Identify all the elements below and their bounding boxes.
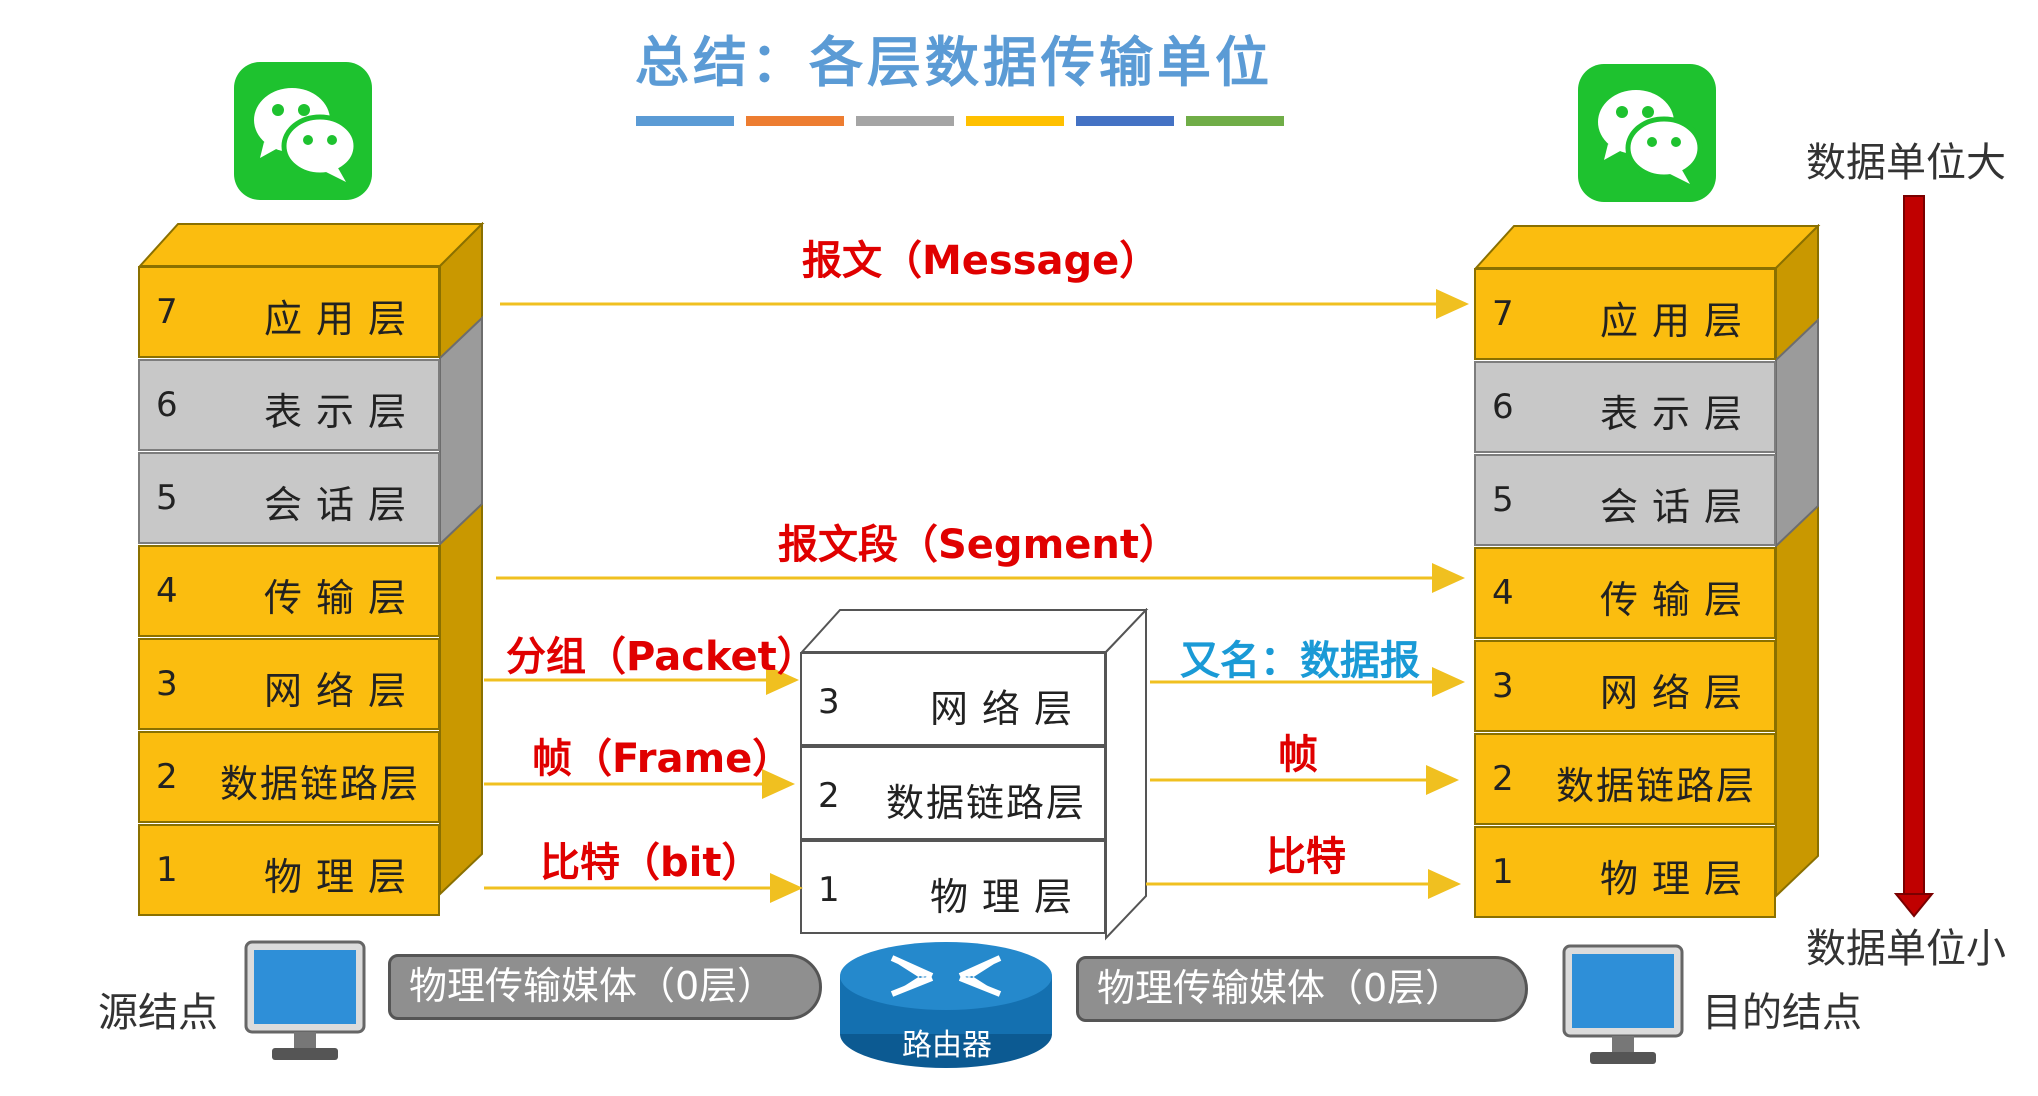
scale-big-label: 数据单位大 (1806, 140, 2006, 186)
layer-name: 网络层 (929, 687, 1086, 731)
wechat-icon (1578, 64, 1716, 202)
packet-label: 分组（Packet） (506, 634, 817, 680)
osi-layer-5: 5 会话层 (1474, 454, 1776, 546)
layer-name: 数据链路层 (219, 762, 420, 806)
layer-name: 会话层 (263, 483, 420, 527)
page-title: 总结：各层数据传输单位 (635, 31, 1273, 94)
dest-node-label: 目的结点 (1702, 990, 1862, 1036)
osi-layer-3: 3 网络层 (1474, 640, 1776, 732)
dest-osi-stack: 7 应用层 6 表示层 5 会话层 4 传输层 3 网络层 2 数据链路层 1 物理层 (1474, 224, 1834, 938)
layer-name: 表示层 (1599, 392, 1756, 436)
scale-arrow-shaft (1903, 195, 1925, 897)
osi-layer-5: 5 会话层 (138, 452, 440, 544)
layer-number: 4 (156, 571, 178, 611)
bit-label: 比特（bit） (540, 840, 762, 886)
osi-layer-1: 1 物理层 (1474, 826, 1776, 918)
osi-layer-2: 2 数据链路层 (1474, 733, 1776, 825)
layer-number: 3 (818, 682, 840, 722)
layer-number: 1 (818, 870, 840, 910)
wechat-icon (234, 62, 372, 200)
stack-3d-faces (138, 222, 485, 897)
layer-name: 物理层 (1599, 857, 1756, 901)
layer-number: 6 (1492, 387, 1514, 427)
osi-layer-2: 2 数据链路层 (138, 731, 440, 823)
title-stripe (966, 116, 1064, 126)
osi-layer-4: 4 传输层 (1474, 547, 1776, 639)
source-node-label: 源结点 (98, 990, 218, 1036)
layer-name: 数据链路层 (1555, 764, 1756, 808)
bit-short-label: 比特 (1266, 834, 1346, 880)
layer-number: 3 (156, 664, 178, 704)
layer-name: 网络层 (1599, 671, 1756, 715)
osi-layer-3: 3 网络层 (800, 652, 1106, 746)
title-stripe (1186, 116, 1284, 126)
layer-number: 3 (1492, 666, 1514, 706)
layer-name: 会话层 (1599, 485, 1756, 529)
source-osi-stack: 7 应用层 6 表示层 5 会话层 4 传输层 3 网络层 2 数据链路层 1 物理层 (138, 222, 498, 936)
frame-label: 帧（Frame） (532, 736, 793, 782)
osi-layer-7: 7 应用层 (138, 266, 440, 358)
layer-number: 1 (156, 850, 178, 890)
layer-name: 表示层 (263, 390, 420, 434)
osi-layer-6: 6 表示层 (138, 359, 440, 451)
physical-medium-right: 物理传输媒体（0层） (1076, 956, 1528, 1022)
osi-layer-3: 3 网络层 (138, 638, 440, 730)
osi-layer-7: 7 应用层 (1474, 268, 1776, 360)
segment-label: 报文段（Segment） (778, 522, 1179, 568)
computer-icon (244, 940, 366, 1060)
stack-3d-faces (1474, 224, 1821, 899)
scale-arrow-head (1893, 893, 1935, 918)
layer-number: 6 (156, 385, 178, 425)
layer-name: 应用层 (263, 297, 420, 341)
title-stripe (746, 116, 844, 126)
message-label: 报文（Message） (802, 238, 1160, 284)
router-label: 路由器 (902, 1028, 992, 1063)
layer-number: 4 (1492, 573, 1514, 613)
layer-name: 物理层 (263, 855, 420, 899)
scale-small-label: 数据单位小 (1806, 926, 2006, 972)
osi-layer-4: 4 传输层 (138, 545, 440, 637)
router-icon (840, 942, 1052, 1068)
layer-name: 数据链路层 (885, 781, 1086, 825)
layer-number: 7 (1492, 294, 1514, 334)
layer-number: 7 (156, 292, 178, 332)
datagram-alias-label: 又名：数据报 (1180, 638, 1420, 684)
osi-layer-6: 6 表示层 (1474, 361, 1776, 453)
osi-layer-1: 1 物理层 (138, 824, 440, 916)
layer-number: 5 (156, 478, 178, 518)
frame-short-label: 帧 (1278, 732, 1318, 778)
layer-number: 5 (1492, 480, 1514, 520)
layer-number: 2 (156, 757, 178, 797)
layer-name: 传输层 (263, 576, 420, 620)
layer-name: 网络层 (263, 669, 420, 713)
layer-number: 2 (1492, 759, 1514, 799)
layer-name: 物理层 (929, 875, 1086, 919)
osi-layer-2: 2 数据链路层 (800, 746, 1106, 840)
layer-number: 1 (1492, 852, 1514, 892)
layer-name: 传输层 (1599, 578, 1756, 622)
title-stripe (856, 116, 954, 126)
title-stripe (1076, 116, 1174, 126)
osi-layer-1: 1 物理层 (800, 840, 1106, 934)
physical-medium-left: 物理传输媒体（0层） (388, 954, 822, 1020)
router-osi-stack: 3 网络层 2 数据链路层 1 物理层 (800, 608, 1160, 942)
title-stripe (636, 116, 734, 126)
computer-icon (1562, 944, 1684, 1064)
layer-name: 应用层 (1599, 299, 1756, 343)
layer-number: 2 (818, 776, 840, 816)
